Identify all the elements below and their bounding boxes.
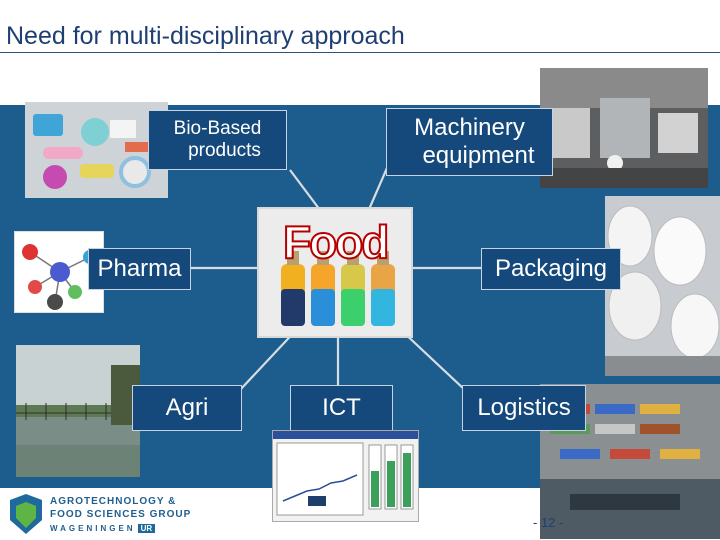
machinery-equipment-label: Machinery equipment: [386, 108, 553, 176]
slide-title: Need for multi-disciplinary approach: [6, 22, 405, 50]
page-number: - 12 -: [533, 515, 564, 530]
logo-line3-suffix: UR: [137, 524, 156, 533]
packaging-label: Packaging: [481, 248, 621, 290]
packaging-paper-rolls-photo: [605, 196, 720, 376]
logo-line2: FOOD SCIENCES GROUP: [50, 509, 192, 520]
ict-software-screenshot: [272, 430, 419, 522]
wageningen-logo: AGROTECHNOLOGY & FOOD SCIENCES GROUP WAG…: [2, 492, 212, 538]
logo-mark-icon: [10, 494, 42, 534]
bio-based-products-photo: [25, 102, 168, 198]
food-word-art: Food: [282, 215, 390, 269]
logistics-label-text: Logistics: [477, 394, 571, 422]
ict-label-text: ICT: [322, 394, 361, 422]
bio-based-products-label: Bio-Based products: [148, 110, 287, 170]
ict-label: ICT: [290, 385, 393, 431]
pharma-label-text: Pharma: [97, 255, 182, 283]
bio-based-label-line2: products: [188, 140, 261, 161]
logo-line1: AGROTECHNOLOGY &: [50, 496, 177, 507]
logo-line3-name: WAGENINGEN: [50, 524, 136, 533]
food-bottles-photo: Food: [257, 207, 413, 338]
machinery-label-line2: equipment: [422, 142, 535, 169]
pharma-label: Pharma: [88, 248, 191, 290]
agri-landscape-photo: [16, 345, 140, 477]
title-divider: [0, 52, 720, 53]
pharma-molecule-photo: [14, 231, 104, 313]
machinery-label-line1: Machinery: [414, 114, 525, 142]
logistics-label: Logistics: [462, 385, 586, 431]
agri-label-text: Agri: [165, 394, 209, 422]
logo-line3: WAGENINGEN UR: [50, 523, 156, 534]
bio-based-label-line1: Bio-Based: [173, 118, 262, 140]
agri-label: Agri: [132, 385, 242, 431]
packaging-label-text: Packaging: [494, 255, 608, 283]
machinery-equipment-photo: [540, 68, 708, 188]
